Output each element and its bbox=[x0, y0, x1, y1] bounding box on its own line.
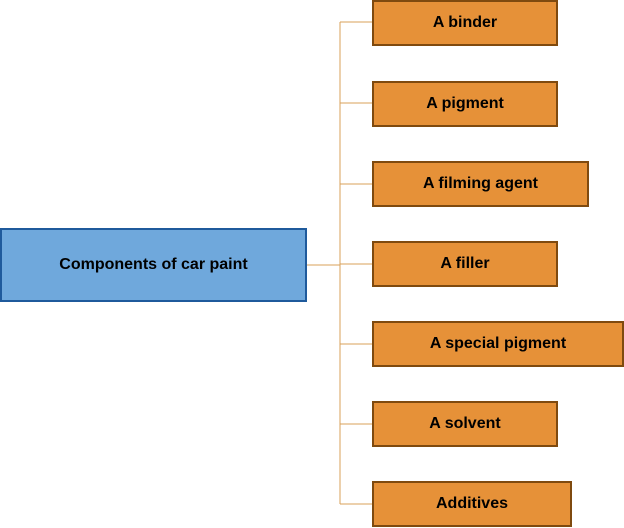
node-label: A special pigment bbox=[429, 335, 567, 352]
node-label: A filming agent bbox=[423, 175, 538, 192]
node-label: Additives bbox=[435, 495, 508, 512]
node-pigment: A pigment bbox=[372, 81, 558, 127]
root-label: Components of car paint bbox=[59, 256, 248, 273]
node-label: A pigment bbox=[426, 95, 504, 112]
node-label: A solvent bbox=[429, 415, 501, 432]
root-node: Components of car paint bbox=[0, 228, 307, 302]
node-filming-agent: A filming agent bbox=[372, 161, 589, 207]
node-filler: A filler bbox=[372, 241, 558, 287]
node-additives: Additives bbox=[372, 481, 572, 527]
node-label: A filler bbox=[440, 255, 490, 272]
node-binder: A binder bbox=[372, 0, 558, 46]
node-special-pigment: A special pigment bbox=[372, 321, 624, 367]
node-solvent: A solvent bbox=[372, 401, 558, 447]
node-label: A binder bbox=[432, 14, 498, 31]
